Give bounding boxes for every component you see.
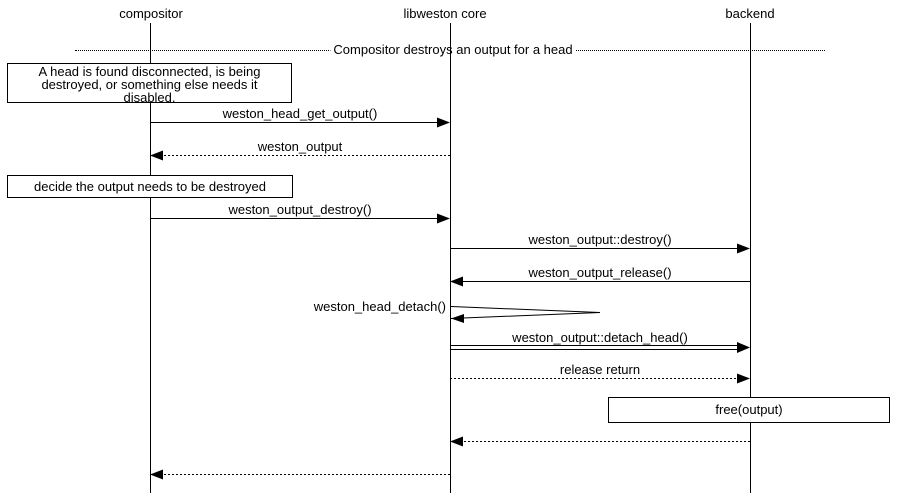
actor-compositor: compositor [119, 6, 183, 21]
note-head-disconnected: A head is found disconnected, is being d… [7, 63, 292, 105]
actor-backend: backend [725, 6, 775, 21]
arrowhead-left-icon [451, 314, 464, 323]
note-line: disabled. [123, 90, 176, 105]
message-label-output-destroy-vfunc: weston_output::destroy() [528, 232, 672, 247]
note-line: A head is found disconnected, is being [38, 64, 261, 79]
message-label-release-return: release return [559, 362, 641, 377]
self-message-loop [450, 306, 601, 319]
actor-libweston-core: libweston core [403, 6, 487, 21]
arrowhead-left-icon [150, 150, 163, 161]
arrowhead-right-icon [437, 213, 450, 224]
message-label-head-detach: weston_head_detach() [313, 299, 446, 314]
note-decide-destroy: decide the output needs to be destroyed [7, 175, 293, 198]
arrowhead-right-icon [737, 342, 750, 353]
note-free-output: free(output) [608, 397, 890, 423]
arrowhead-left-icon [450, 276, 463, 287]
arrowhead-left-icon [450, 436, 463, 447]
message-label-output-destroy: weston_output_destroy() [228, 202, 372, 217]
note-line: destroyed, or something else needs it [41, 77, 258, 92]
message-label-weston-output: weston_output [257, 139, 343, 154]
message-label-detach-head: weston_output::detach_head() [512, 330, 688, 345]
message-label-head-get-output: weston_head_get_output() [222, 106, 378, 121]
arrowhead-right-icon [437, 117, 450, 128]
message-label-output-release: weston_output_release() [528, 265, 672, 280]
arrowhead-right-icon [737, 373, 750, 384]
arrowhead-left-icon [150, 469, 163, 480]
arrowhead-right-icon [737, 243, 750, 254]
divider-title: Compositor destroys an output for a head [330, 43, 576, 57]
